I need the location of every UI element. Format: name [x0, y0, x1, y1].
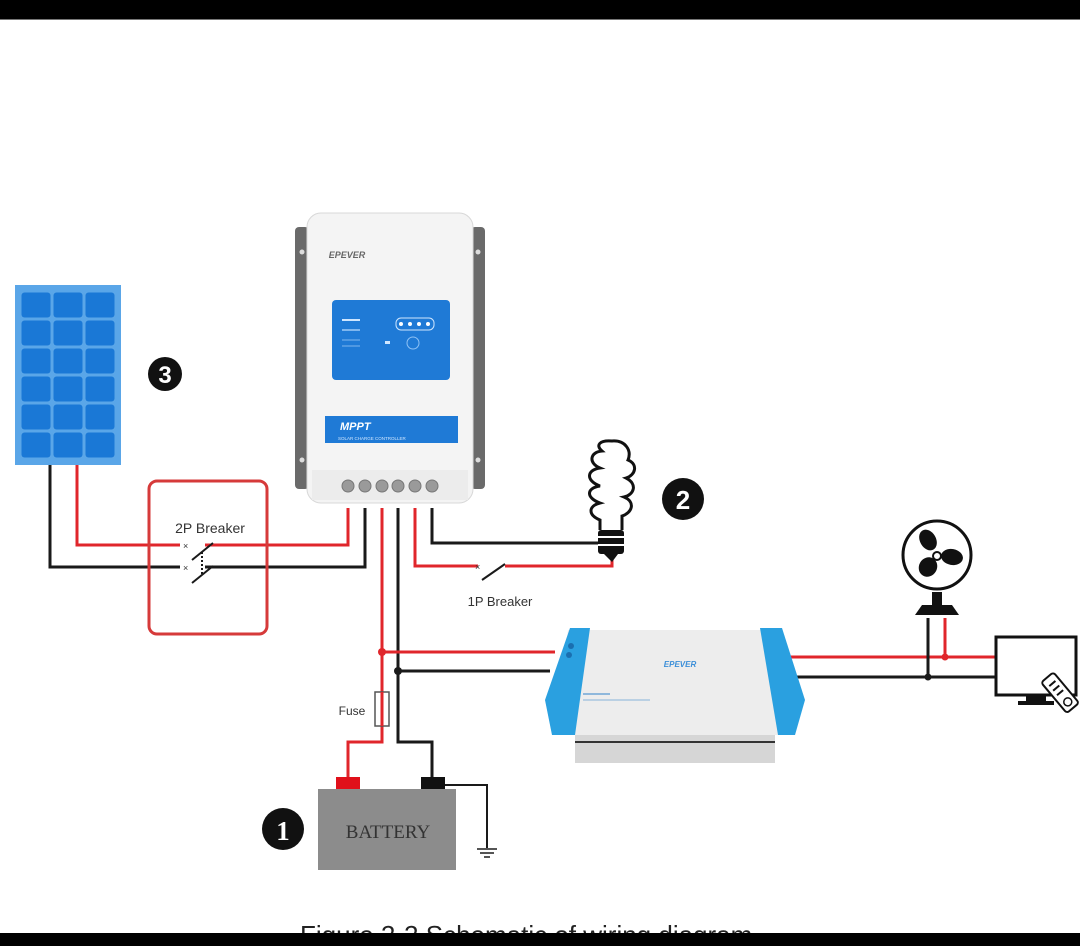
- terminal-screw: [408, 479, 422, 493]
- inverter-endcap-right: [760, 628, 805, 735]
- terminal-screw: [391, 479, 405, 493]
- solar-cell: [21, 376, 51, 402]
- pv-positive-wire: [75, 465, 180, 547]
- bottom-navigation-bar: [0, 933, 1080, 946]
- fan-icon: [901, 519, 973, 615]
- controller-bracket-left: [295, 227, 309, 489]
- solar-cell: [85, 348, 115, 374]
- number-badge-2: 2: [662, 478, 704, 520]
- badge-3-label: 3: [158, 362, 171, 389]
- battery-negative-wire: [396, 508, 434, 780]
- inverter-brand-logo: EPEVER: [664, 660, 697, 669]
- controller-subtitle: SOLAR CHARGE CONTROLLER: [338, 436, 407, 441]
- solar-cell: [21, 348, 51, 374]
- junction-dot: [378, 648, 386, 656]
- breaker-2p-switch-icon: × ×: [183, 541, 214, 584]
- battery-positive-wire: [346, 508, 384, 780]
- cfl-lamp-icon: [588, 439, 636, 562]
- solar-cell: [53, 320, 83, 346]
- junction-dot: [924, 673, 932, 681]
- battery-positive-terminal: [336, 777, 360, 789]
- wiring-diagram: 3 2P Breaker × × EPEVER: [15, 212, 1079, 870]
- load-positive-wire: [413, 508, 478, 568]
- breaker-1p-label: 1P Breaker: [468, 594, 533, 609]
- solar-cell: [21, 292, 51, 318]
- wires: [48, 465, 995, 848]
- solar-cell: [85, 404, 115, 430]
- solar-cell: [53, 376, 83, 402]
- inverter-endcap-left: [545, 628, 590, 735]
- breaker-1p-switch-icon: [481, 563, 506, 581]
- number-badge-3: 3: [148, 357, 182, 391]
- controller-bracket-right: [471, 227, 485, 489]
- svg-text:×: ×: [475, 562, 480, 572]
- remote-control-icon: [1041, 672, 1079, 713]
- svg-text:×: ×: [183, 541, 188, 551]
- solar-cell: [85, 320, 115, 346]
- breaker-2p: 2P Breaker × ×: [147, 479, 269, 636]
- solar-cell: [53, 348, 83, 374]
- terminal-screw: [341, 479, 355, 493]
- terminal-screw: [425, 479, 439, 493]
- load-positive-wire-out: [505, 560, 614, 568]
- load-negative-wire: [430, 508, 600, 545]
- solar-cell: [53, 292, 83, 318]
- breaker-2p-label: 2P Breaker: [175, 520, 245, 536]
- solar-cell: [21, 404, 51, 430]
- controller-terminals: [341, 479, 439, 493]
- solar-cell: [85, 292, 115, 318]
- pv-positive-wire-out: [205, 508, 350, 547]
- tv-icon: [994, 635, 1079, 713]
- solar-cell: [85, 432, 115, 458]
- solar-cell: [53, 432, 83, 458]
- top-status-bar: [0, 0, 1080, 20]
- controller-label-band: [325, 416, 458, 443]
- battery-label: BATTERY: [346, 822, 431, 843]
- terminal-screw: [375, 479, 389, 493]
- solar-cells: [21, 292, 115, 458]
- solar-cell: [53, 404, 83, 430]
- solar-cell: [21, 320, 51, 346]
- controller-model-label: MPPT: [340, 421, 372, 433]
- wiring-diagram-canvas: 3 2P Breaker × × EPEVER: [0, 20, 1080, 933]
- svg-text:×: ×: [183, 563, 188, 573]
- solar-panel: [15, 285, 121, 465]
- battery: BATTERY: [318, 777, 456, 870]
- ground-icon: [477, 848, 497, 858]
- badge-1-label: 1: [276, 816, 290, 846]
- battery-body: [318, 789, 456, 870]
- controller-display: [332, 300, 450, 380]
- fuse: Fuse: [339, 691, 390, 727]
- fuse-label: Fuse: [339, 704, 366, 718]
- solar-cell: [21, 432, 51, 458]
- breaker-1p: × 1P Breaker: [468, 562, 533, 609]
- solar-cell: [85, 376, 115, 402]
- figure-caption: Figure 2-2 Schematic of wiring diagram: [300, 920, 752, 933]
- ground-wire: [445, 784, 488, 848]
- number-badge-1: 1: [262, 808, 304, 850]
- badge-2-label: 2: [676, 485, 690, 515]
- inverter: EPEVER: [545, 628, 805, 763]
- battery-negative-terminal: [421, 777, 445, 789]
- junction-dot: [394, 667, 402, 675]
- pv-negative-wire: [48, 465, 180, 569]
- charge-controller: EPEVER MPPT SOLAR CHARGE CONTROLLER: [295, 212, 485, 504]
- controller-brand-logo: EPEVER: [329, 250, 366, 260]
- junction-dot: [941, 653, 949, 661]
- pv-negative-wire-out: [205, 508, 367, 569]
- terminal-screw: [358, 479, 372, 493]
